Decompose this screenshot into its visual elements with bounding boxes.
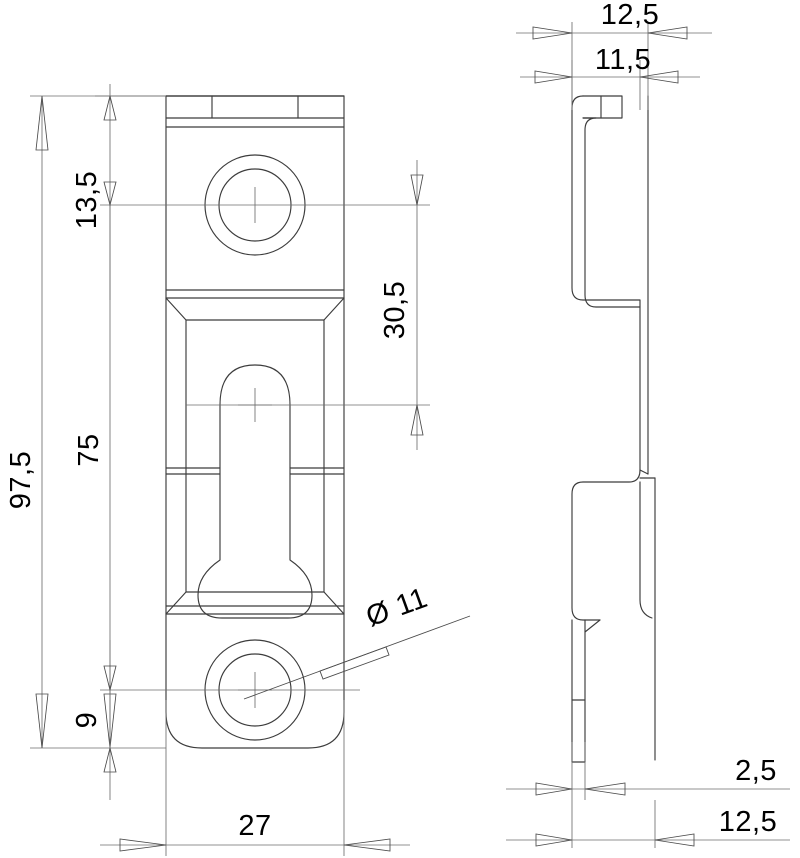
side-lower-join [584,619,601,633]
dimension-top-to-upper-hole: 13,5 [71,84,166,300]
recess-mid-line-left [165,467,221,475]
arrow-2-5-right [584,782,626,796]
side-lower-tab [571,699,586,763]
arrow-27-left [119,838,167,852]
arrow-11-5-left [534,70,573,84]
arrow-27-right [343,838,391,852]
dimension-side-top-inner: 11,5 [520,44,700,110]
arrow-30-5-top [410,174,424,206]
dim-label-side-2-5: 2,5 [735,755,777,787]
dimension-side-thickness: 2,5 [506,742,790,800]
recess-bottom-band [165,605,345,615]
dimension-side-bottom-width: 12,5 [506,800,790,848]
dim-label-30-5: 30,5 [379,281,411,339]
dim-label-side-11-5: 11,5 [595,44,651,76]
arrow-12-5-top-right [647,26,688,40]
arrow-2-5-left [535,782,573,796]
side-right-web-band [639,469,649,475]
dim-label-9: 9 [71,712,103,729]
dim-label-diameter-11: Ø 11 [362,582,432,634]
side-view [571,95,656,763]
top-flange-band [165,95,345,128]
arrow-11-5-right [639,70,679,84]
front-view [165,95,345,749]
arrow-13-5-upper [103,95,117,121]
arrow-9-upper [103,665,117,691]
dimension-width: 27 [100,700,410,856]
arrow-12-5-top-left [532,26,573,40]
arrow-30-5-bottom [410,404,424,436]
dim-label-13-5: 13,5 [71,171,103,229]
arrow-97-bottom [35,693,49,749]
dim-label-75: 75 [73,433,105,466]
centerlines [100,204,430,691]
arrow-97-top [35,95,49,151]
arrow-13-5-lower [103,181,117,207]
dim-label-97-5: 97,5 [5,451,37,509]
arrow-12-5-bottom-left [535,833,573,847]
dimension-hole-spacing: 30,5 [379,160,424,450]
keyhole-slot-outline [197,364,313,619]
side-right-lower-edge [639,481,653,619]
dimension-lower-height: 75 [73,205,117,749]
front-view-outline [165,95,345,749]
dim-label-27: 27 [238,810,271,842]
callout-hole-diameter: Ø 11 [243,582,471,700]
recess-top-band [165,289,345,299]
dimension-bottom-offset: 9 [71,640,117,800]
recess-mid-line-right [289,467,345,475]
side-top-flange [582,95,623,119]
dim-label-side-12-5-top: 12,5 [601,0,659,31]
dim-label-side-12-5-bottom: 12,5 [719,806,777,838]
recess-bottom-outline [165,591,345,615]
side-profile-outer [571,95,641,621]
arrow-12-5-bottom-right [654,833,695,847]
arrow-9-lower [103,747,117,773]
side-profile-inner [582,117,641,308]
recess-pocket-outline [165,297,345,321]
diameter-leader-arrowhead [319,646,390,680]
